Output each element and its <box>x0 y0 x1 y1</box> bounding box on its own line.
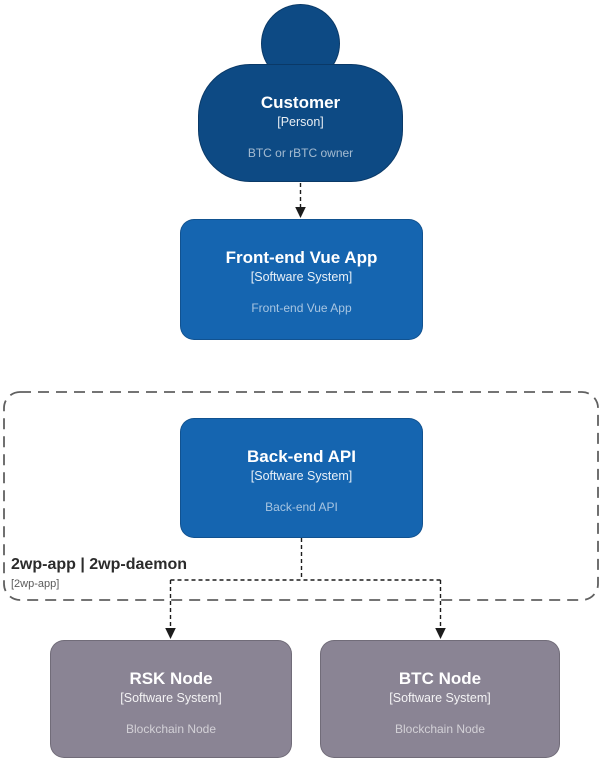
node-description: Back-end API <box>265 500 338 514</box>
node-btc-node[interactable]: BTC Node [Software System] Blockchain No… <box>320 640 560 758</box>
node-meta: [Software System] <box>250 270 353 284</box>
node-title: BTC Node <box>398 669 482 688</box>
node-description: Front-end Vue App <box>251 301 352 315</box>
node-title: Front-end Vue App <box>225 248 378 267</box>
node-rsk-node[interactable]: RSK Node [Software System] Blockchain No… <box>50 640 292 758</box>
node-title: Back-end API <box>247 447 356 466</box>
node-title: RSK Node <box>129 669 213 688</box>
arrowhead-frontend <box>295 207 306 218</box>
node-description: BTC or rBTC owner <box>247 146 354 160</box>
node-backend-api[interactable]: Back-end API [Software System] Back-end … <box>180 418 423 538</box>
arrowhead-rsk <box>165 628 176 639</box>
node-title: Customer <box>260 93 341 112</box>
node-meta: [Software System] <box>250 469 353 483</box>
node-description: Blockchain Node <box>394 722 486 736</box>
boundary-label: 2wp-app | 2wp-daemon <box>11 556 188 573</box>
node-customer[interactable]: Customer [Person] BTC or rBTC owner <box>198 64 403 182</box>
node-meta: [Person] <box>277 115 324 129</box>
boundary-meta: [2wp-app] <box>11 578 60 590</box>
boundary-2wp-app-label-group: 2wp-app | 2wp-daemon [2wp-app] <box>11 555 187 591</box>
node-frontend-vue-app[interactable]: Front-end Vue App [Software System] Fron… <box>180 219 423 340</box>
node-meta: [Software System] <box>389 691 491 705</box>
node-description: Blockchain Node <box>125 722 217 736</box>
node-meta: [Software System] <box>120 691 222 705</box>
arrowhead-btc <box>435 628 446 639</box>
